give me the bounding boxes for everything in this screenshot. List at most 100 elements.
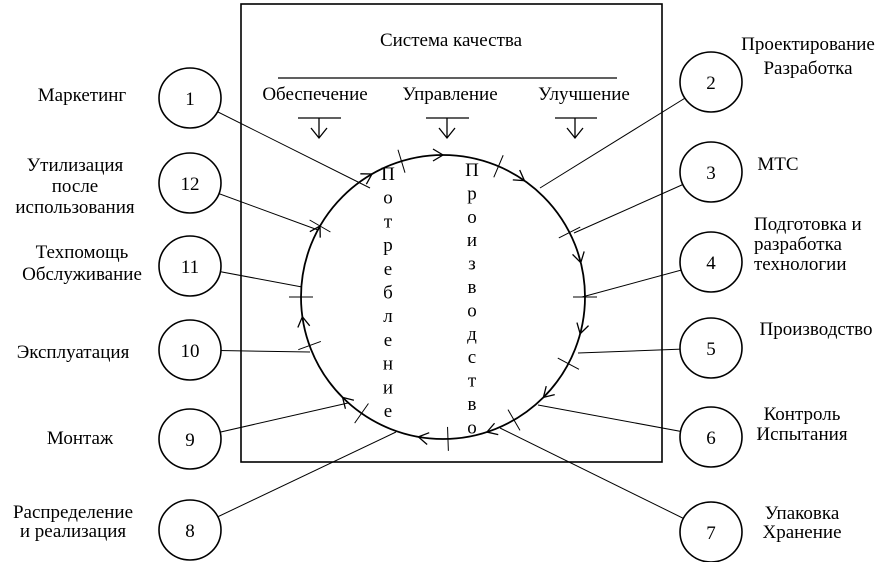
stage-label: Распределение — [13, 502, 133, 523]
stage-oval — [679, 406, 743, 468]
stage-oval — [679, 141, 743, 203]
stage-oval — [679, 51, 743, 113]
loop-tick — [507, 409, 521, 431]
column-arrows — [298, 117, 597, 140]
stage-label: МТС — [757, 154, 798, 175]
stage-1: 1 Маркетинг — [38, 67, 222, 129]
loop-marks — [289, 148, 597, 451]
stage-label: технологии — [754, 254, 847, 275]
loop-tick — [558, 226, 581, 239]
stage-label: Упаковка — [765, 503, 840, 524]
stage-oval — [158, 319, 222, 381]
loop-arrow — [432, 148, 445, 162]
stage-oval — [158, 235, 222, 297]
connector-1 — [189, 97, 371, 189]
connector-8 — [189, 431, 397, 531]
stage-3: 3 МТС — [679, 141, 799, 203]
loop-arrow — [572, 251, 585, 264]
stage-oval — [158, 408, 222, 470]
loop-tick — [354, 403, 369, 424]
loop-arrow — [576, 322, 589, 335]
vertical-letter: о — [467, 207, 477, 228]
stage-number: 5 — [706, 339, 716, 360]
column-management: Управление — [402, 84, 497, 105]
stage-label: Эксплуатация — [17, 342, 130, 363]
vertical-letter: е — [384, 401, 392, 422]
stage-oval — [679, 501, 743, 562]
vertical-letter: б — [383, 283, 393, 304]
vertical-letter: р — [467, 183, 477, 204]
vertical-letter: о — [383, 188, 393, 209]
stage-label: Разработка — [763, 58, 853, 79]
stage-number: 4 — [706, 253, 716, 274]
vertical-letter: т — [468, 371, 477, 392]
column-assurance: Обеспечение — [262, 84, 367, 105]
stage-10: 10 Эксплуатация — [17, 319, 222, 381]
loop-arrow — [309, 224, 321, 238]
vertical-letter: и — [467, 230, 477, 251]
stage-oval — [679, 231, 743, 293]
vertical-letter: р — [383, 235, 393, 256]
stage-oval — [158, 152, 222, 214]
stage-5: 5 Производство — [679, 317, 873, 379]
stage-oval — [158, 499, 222, 561]
loop-tick — [447, 426, 449, 451]
stage-number: 10 — [181, 341, 200, 362]
loop-arrow — [297, 315, 311, 328]
stage-number: 11 — [181, 257, 199, 278]
stage-label: и реализация — [20, 521, 127, 542]
stage-9: 9 Монтаж — [47, 408, 222, 470]
stage-label: Испытания — [756, 424, 847, 445]
stage-label: Монтаж — [47, 428, 114, 449]
stage-number: 9 — [185, 430, 195, 451]
vertical-letter: о — [467, 417, 477, 438]
connector-2 — [539, 81, 712, 189]
quality-loop-circle — [300, 154, 586, 440]
stage-label: Маркетинг — [38, 85, 127, 106]
vertical-letter: е — [384, 330, 392, 351]
stage-label: Производство — [760, 319, 873, 340]
loop-arrow — [512, 169, 526, 182]
connector-7 — [499, 427, 712, 533]
vertical-letter: о — [467, 300, 477, 321]
loop-tick — [557, 357, 580, 370]
vertical-letter: П — [465, 160, 479, 181]
vertical-letter: л — [383, 306, 393, 327]
stage-number: 2 — [706, 73, 716, 94]
stage-oval — [679, 317, 743, 379]
loop-arrow — [341, 396, 355, 409]
vertical-letter: д — [467, 324, 477, 345]
loop-arrow — [542, 385, 555, 399]
stage-number: 12 — [181, 174, 200, 195]
stage-label: после — [52, 176, 99, 197]
stage-number: 6 — [706, 428, 716, 449]
stage-label: Техпомощь — [36, 242, 129, 263]
stage-label: Подготовка и — [754, 214, 862, 235]
word-production: Производство — [465, 160, 479, 438]
stage-label: использования — [15, 197, 135, 218]
stage-number: 8 — [185, 521, 195, 542]
loop-arrow — [485, 422, 499, 436]
vertical-letter: з — [468, 254, 476, 275]
vertical-letter: н — [383, 354, 393, 375]
connectors — [189, 81, 712, 533]
stage-label: Проектирование — [741, 34, 875, 55]
loop-arrow — [360, 173, 374, 185]
stage-label: разработка — [754, 234, 843, 255]
vertical-letter: П — [381, 164, 395, 185]
vertical-letter: в — [468, 394, 477, 415]
quality-system-title: Система качества — [380, 30, 523, 51]
loop-arrow — [417, 432, 430, 445]
stage-number: 3 — [706, 163, 716, 184]
stage-number: 1 — [185, 89, 195, 110]
